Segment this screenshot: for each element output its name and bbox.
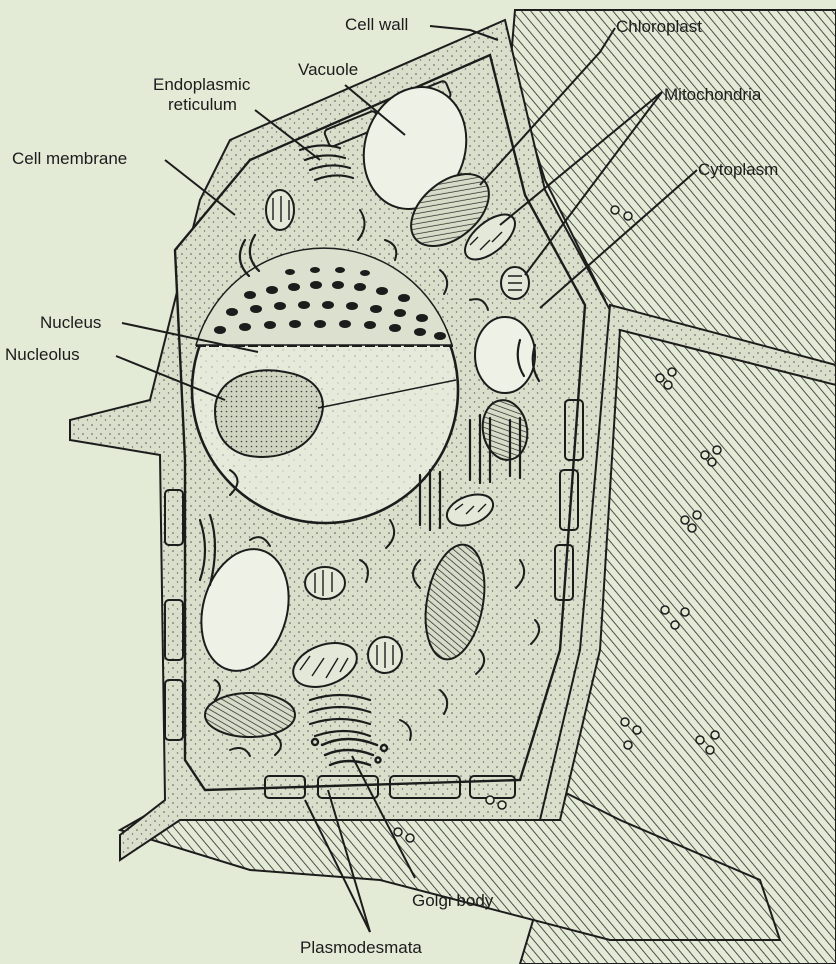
label-er-line2: reticulum xyxy=(168,95,237,114)
vacuole-right xyxy=(475,317,535,393)
label-chloroplast: Chloroplast xyxy=(616,17,702,36)
chloroplast-bottom-left xyxy=(205,693,295,737)
label-nucleus: Nucleus xyxy=(40,313,101,332)
label-cell-wall: Cell wall xyxy=(345,15,408,34)
label-er-line1: Endoplasmic xyxy=(153,75,251,94)
label-cytoplasm: Cytoplasm xyxy=(698,160,778,179)
label-nucleolus: Nucleolus xyxy=(5,345,80,364)
label-mitochondria: Mitochondria xyxy=(664,85,762,104)
label-golgi-body: Golgi body xyxy=(412,891,494,910)
label-cell-membrane: Cell membrane xyxy=(12,149,127,168)
label-plasmodesmata: Plasmodesmata xyxy=(300,938,422,957)
label-vacuole: Vacuole xyxy=(298,60,358,79)
